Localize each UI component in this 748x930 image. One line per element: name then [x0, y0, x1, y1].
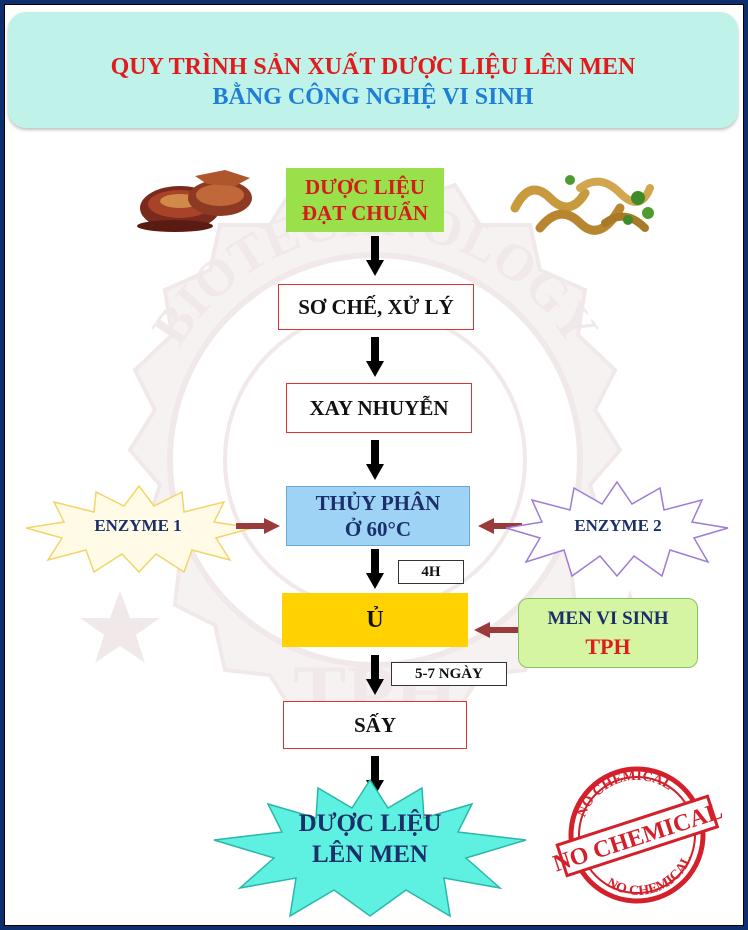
hydrolysis-line-1: THỦY PHÂN [316, 490, 441, 516]
arrow-down-1 [366, 236, 384, 276]
incubate-time-tag: 5-7 NGÀY [391, 662, 507, 686]
arrow-down-2 [366, 337, 384, 377]
yeast-line-1: MEN VI SINH [547, 605, 668, 633]
grind-box: XAY NHUYỄN [286, 383, 472, 433]
raw-material-line-1: DƯỢC LIỆU [305, 174, 425, 200]
product-line-2: LÊN MEN [312, 839, 428, 870]
enzyme2-label: ENZYME 2 [530, 512, 706, 540]
product-line-1: DƯỢC LIỆU [299, 808, 442, 839]
arrow-right-enzyme1 [236, 518, 280, 534]
raw-material-box: DƯỢC LIỆU ĐẠT CHUẨN [286, 168, 444, 232]
hydrolysis-line-2: Ở 60°C [345, 516, 411, 542]
title-line-2: BẰNG CÔNG NGHỆ VI SINH [8, 84, 738, 111]
arrow-down-3 [366, 440, 384, 480]
raw-material-line-2: ĐẠT CHUẨN [302, 200, 428, 226]
enzyme1-label: ENZYME 1 [50, 512, 226, 540]
hydrolysis-box: THỦY PHÂN Ở 60°C [286, 486, 470, 546]
title-line-1: QUY TRÌNH SẢN XUẤT DƯỢC LIỆU LÊN MEN [8, 54, 738, 81]
incubate-label: Ủ [366, 607, 383, 634]
preprocess-label: SƠ CHẾ, XỬ LÝ [298, 295, 454, 320]
grind-label: XAY NHUYỄN [309, 396, 448, 421]
reishi-mushroom-image [135, 168, 260, 240]
dry-label: SẤY [354, 713, 396, 738]
preprocess-box: SƠ CHẾ, XỬ LÝ [278, 284, 474, 330]
arrow-down-4 [366, 549, 384, 589]
dry-box: SẤY [283, 701, 467, 749]
hydrolysis-time-tag: 4H [398, 560, 464, 584]
arrow-left-yeast [474, 622, 520, 638]
yeast-line-2: TPH [585, 633, 630, 661]
product-label: DƯỢC LIỆU LÊN MEN [260, 806, 480, 872]
yeast-box: MEN VI SINH TPH [518, 598, 698, 668]
incubate-box: Ủ [282, 593, 468, 647]
no-chemical-stamp: NO CHEMICAL NO CHEMICAL NO CHEMICAL [552, 760, 722, 910]
title-banner: QUY TRÌNH SẢN XUẤT DƯỢC LIỆU LÊN MEN BẰN… [8, 12, 738, 128]
arrow-down-5 [366, 655, 384, 695]
cordyceps-image [510, 168, 660, 243]
